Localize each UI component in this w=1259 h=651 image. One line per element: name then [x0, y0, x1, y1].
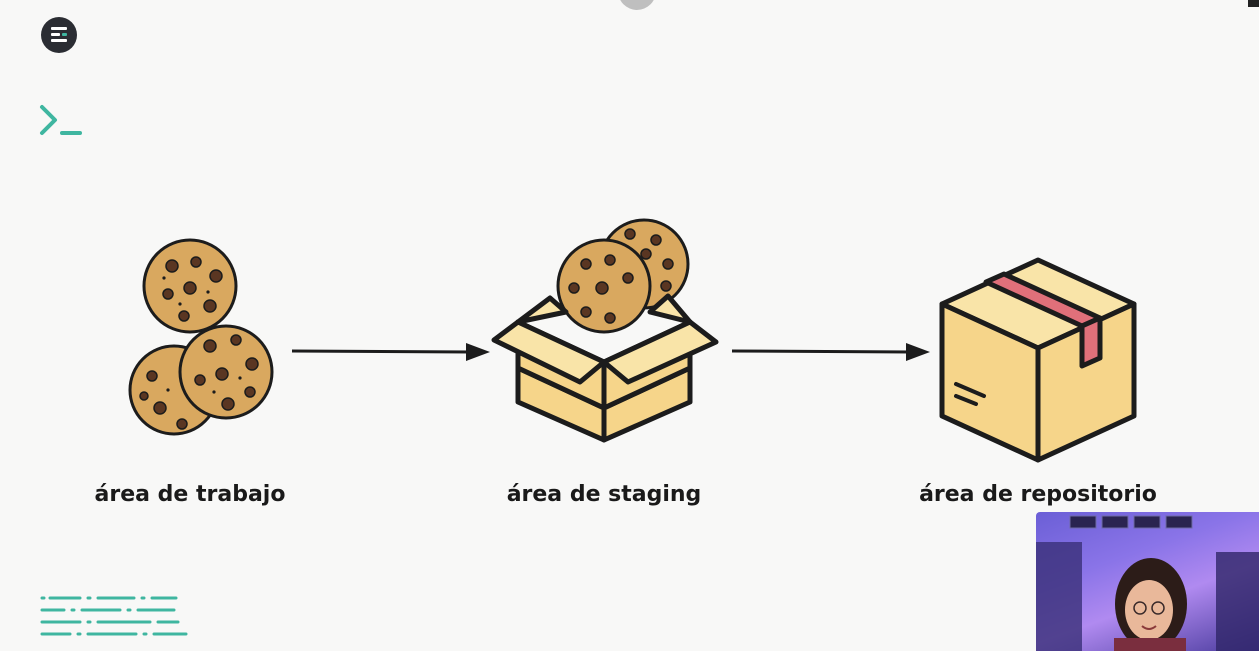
window-control-indicator[interactable]: [618, 0, 656, 10]
presenter-video-icon: [1036, 515, 1259, 651]
app-logo-icon: [41, 17, 77, 53]
open-box-with-cookies-icon: [491, 218, 719, 443]
cookies-icon: [128, 238, 274, 436]
arrow-right-icon: [291, 343, 490, 361]
terminal-prompt-icon: [40, 105, 82, 135]
corner-mark: [1248, 0, 1259, 7]
label-work-area: área de trabajo: [94, 482, 286, 507]
code-lines-decoration-icon: [40, 596, 188, 636]
closed-box-icon: [939, 257, 1137, 463]
webcam-overlay: [1036, 512, 1259, 651]
arrow-right-icon: [731, 343, 930, 361]
label-repository-area: área de repositorio: [919, 482, 1157, 507]
label-staging-area: área de staging: [506, 482, 702, 507]
